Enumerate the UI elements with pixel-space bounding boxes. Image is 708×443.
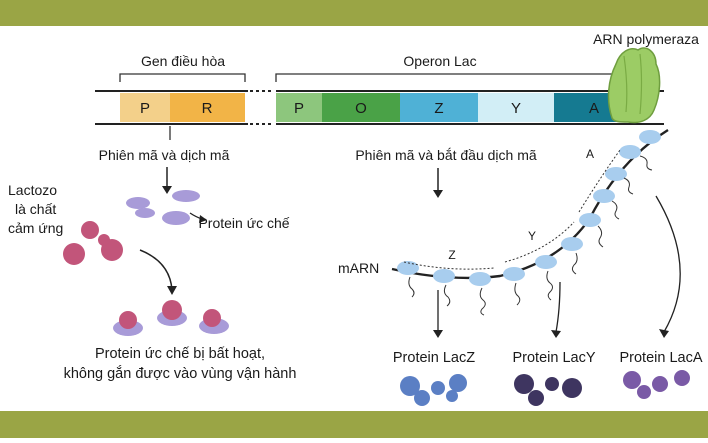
operon-label: Operon Lac <box>403 53 476 69</box>
segment-operon-z <box>400 93 478 122</box>
segment-operon-y-label: Y <box>511 100 521 117</box>
result-line-1: Protein ức chế bị bất hoạt, <box>95 346 265 362</box>
segment-operon-z-label: Z <box>434 100 443 117</box>
segment-operon-o-label: O <box>355 100 367 117</box>
polypeptide-chains <box>408 155 653 316</box>
repressor-label: Protein ức chế <box>198 215 289 231</box>
product-lacz-label: Protein LacZ <box>393 350 475 366</box>
top-band <box>0 0 708 26</box>
segment-operon-a-label: A <box>589 100 599 117</box>
segment-operon-o <box>322 93 400 122</box>
ribosome-chain <box>397 130 661 286</box>
inducer-line-2: là chất <box>15 201 56 217</box>
regulator-segments: P R <box>120 93 245 122</box>
arrowhead-laca <box>659 329 669 338</box>
segment-operon-p-label: P <box>294 100 304 117</box>
segment-regulator-r <box>170 93 245 122</box>
product-laca-label: Protein LacA <box>619 350 702 366</box>
arrow-lacy <box>555 281 561 333</box>
laca-protein-icon <box>623 370 690 399</box>
left-arrowhead-2 <box>167 286 177 295</box>
segment-regulator-p <box>120 93 170 122</box>
segment-operon-p <box>276 93 322 122</box>
lacy-protein-icon <box>514 374 582 406</box>
right-step1-label: Phiên mã và bắt đầu dịch mã <box>355 147 537 163</box>
segment-operon-y <box>478 93 554 122</box>
segment-regulator-p-label: P <box>140 100 150 117</box>
regulator-bracket <box>119 73 246 82</box>
left-arrowhead-1 <box>162 186 172 194</box>
operon-bracket <box>275 73 635 82</box>
repressor-pointer-head <box>199 215 207 223</box>
result-line-2: không gắn được vào vùng vận hành <box>64 365 297 382</box>
inactive-repressor-icon <box>113 300 229 336</box>
arrow-laca <box>655 195 681 333</box>
lactose-molecule-icon <box>63 221 123 265</box>
left-step1-label: Phiên mã và dịch mã <box>99 147 230 163</box>
inducer-line-1: Lactozo <box>8 182 57 198</box>
left-arrow-2 <box>139 249 173 291</box>
span-y <box>504 221 575 263</box>
product-lacy-label: Protein LacY <box>512 350 595 366</box>
operon-segments: P O Z Y A <box>276 93 634 122</box>
mark-a: A <box>586 147 594 161</box>
mrna-label: mARN <box>338 260 379 276</box>
repressor-protein-icon <box>126 190 200 225</box>
segment-regulator-r-label: R <box>202 100 213 117</box>
span-z <box>403 261 495 270</box>
rna-polymerase-icon <box>607 47 661 124</box>
regulator-gene-label: Gen điều hòa <box>141 53 225 69</box>
bottom-band <box>0 411 708 438</box>
lacz-protein-icon <box>400 374 467 406</box>
arrowhead-lacy <box>551 330 561 338</box>
mark-y: Y <box>528 229 536 243</box>
polymerase-label: ARN polymeraza <box>593 31 699 47</box>
mark-z: Z <box>448 248 455 262</box>
inducer-line-3: cảm ứng <box>8 220 63 236</box>
right-arrowhead-1 <box>433 190 443 198</box>
arrowhead-lacz <box>433 330 443 338</box>
